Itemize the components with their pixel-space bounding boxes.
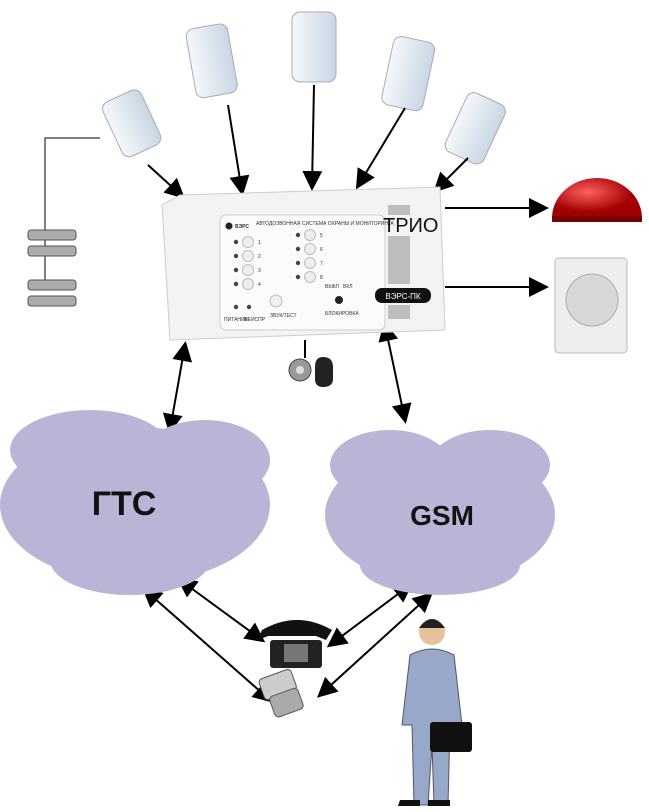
label-fault: НЕИСПР: [244, 317, 266, 323]
zone-button[interactable]: [242, 264, 254, 276]
zone-number: 8: [320, 275, 323, 281]
zone-led: [295, 246, 301, 252]
zone-number: 4: [258, 282, 261, 288]
zone-number: 5: [320, 233, 323, 239]
label-off: ВЫКЛ: [325, 284, 339, 290]
device-badge: ВЭРС-ПК: [385, 292, 421, 301]
brand-logo-icon: [225, 222, 233, 230]
cloud-label-gsm: GSM: [410, 500, 474, 531]
zone-button[interactable]: [242, 278, 254, 290]
power-led: [233, 304, 239, 310]
zone-button[interactable]: [242, 236, 254, 248]
device-brand: ВЭРС: [235, 224, 249, 230]
zone-button[interactable]: [242, 250, 254, 262]
label-power: ПИТАНИЕ: [224, 317, 249, 323]
siren-icon: [552, 178, 642, 222]
zone-button[interactable]: [304, 271, 316, 283]
sensor-arrows: [141, 84, 549, 703]
zone-button[interactable]: [304, 229, 316, 241]
fault-led: [246, 304, 252, 310]
desk-phone-icon: [258, 620, 332, 668]
zone-led: [233, 281, 239, 287]
zone-led: [233, 267, 239, 273]
zone-number: 7: [320, 261, 323, 267]
zone-number: 3: [258, 268, 261, 274]
motion-sensor-icon: [102, 89, 162, 158]
cloud-pstn: [0, 410, 270, 595]
mobile-phone-icon: [258, 668, 304, 718]
zone-number: 6: [320, 247, 323, 253]
touch-memory-key-icon: [288, 357, 333, 387]
zone-button[interactable]: [304, 257, 316, 269]
control-unit: ВЭРС АВТОДОЗВОННАЯ СИСТЕМА ОХРАНЫ И МОНИ…: [161, 186, 446, 341]
zone-button[interactable]: [304, 243, 316, 255]
speaker-icon: [554, 257, 628, 354]
zone-led: [295, 274, 301, 280]
device-model: ТРИО: [383, 215, 439, 237]
motion-sensor-icon: [185, 23, 238, 99]
zone-led: [295, 260, 301, 266]
person-with-phone-icon: [398, 619, 472, 806]
label-sound-test: ЗВУК/ТЕСТ: [270, 313, 297, 319]
label-on: ВКЛ: [343, 284, 353, 290]
zone-number: 1: [258, 240, 261, 246]
lock-key-switch[interactable]: [335, 296, 343, 304]
zone-number: 2: [258, 254, 261, 260]
cloud-gsm: [325, 430, 555, 595]
magnetic-contact-icon: [27, 229, 77, 307]
device-subtitle: АВТОДОЗВОННАЯ СИСТЕМА ОХРАНЫ И МОНИТОРИН…: [256, 221, 394, 227]
zone-led: [233, 239, 239, 245]
cloud-label-pstn: ГТС: [92, 485, 157, 523]
zone-led: [295, 232, 301, 238]
sound-test-button[interactable]: [269, 294, 283, 308]
motion-sensor-icon: [291, 11, 337, 83]
zone-led: [233, 253, 239, 259]
barcode-stripes: [388, 205, 410, 319]
motion-sensor-icon: [381, 35, 436, 112]
motion-sensor-icon: [444, 92, 506, 165]
label-lock: БЛОКИРОВКА: [325, 311, 359, 317]
